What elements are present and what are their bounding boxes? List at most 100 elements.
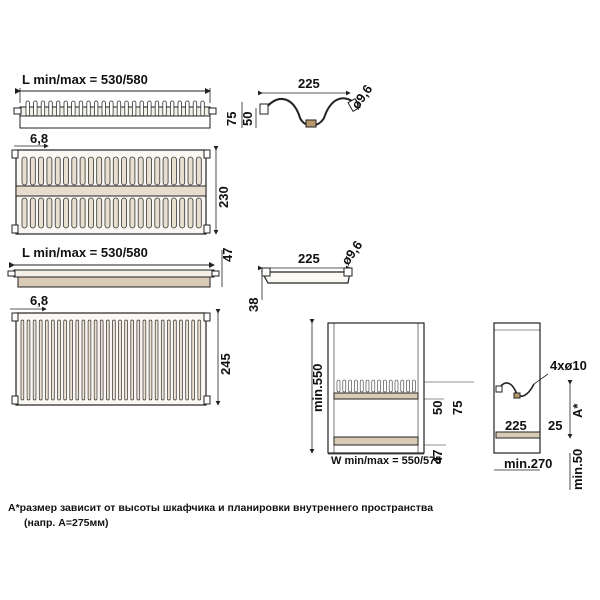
wire-prong	[56, 100, 61, 117]
cup-slot	[124, 319, 128, 401]
plate-slot-lower	[54, 197, 61, 229]
wire-prong	[33, 100, 38, 117]
cabinet-rack-prong	[412, 379, 416, 393]
dim-6-8-bottom: 6,8	[30, 293, 48, 308]
cabinet-rack-prong	[388, 379, 393, 393]
cup-slot	[160, 319, 165, 401]
wire-prong	[109, 100, 114, 117]
dim-50-top: 50	[240, 112, 255, 126]
plate-slot-lower	[146, 197, 152, 229]
dim-225-mid: 225	[298, 251, 320, 266]
cup-slot	[51, 319, 55, 401]
plate-slot-upper	[96, 156, 103, 186]
dim-230: 230	[216, 186, 231, 208]
plate-slot-lower	[88, 197, 94, 229]
cup-slot	[20, 319, 25, 401]
plate-slot-upper	[38, 156, 44, 186]
drip-tray-front	[7, 269, 220, 288]
plate-slot-lower	[162, 197, 169, 229]
dim-225-right: 225	[505, 418, 527, 433]
plate-slot-lower	[170, 197, 177, 229]
wire-prong	[116, 100, 122, 117]
cabinet-rack-prong	[348, 379, 352, 393]
footnote-line-1: A*размер зависит от высоты шкафчика и пл…	[8, 502, 434, 514]
plate-slot-upper	[154, 156, 161, 186]
plate-slot-lower	[29, 197, 36, 229]
cup-slot	[136, 319, 141, 401]
dia-label-mid: ø9,6	[338, 238, 365, 268]
cup-slot	[57, 319, 61, 401]
cup-slot	[118, 319, 122, 401]
plate-slot-lower	[104, 197, 111, 229]
plate-slot-upper	[195, 156, 202, 186]
cup-slot	[185, 319, 189, 401]
wire-prong	[25, 100, 30, 117]
plate-slot-upper	[63, 156, 69, 186]
plate-slot-lower	[187, 197, 194, 229]
min-depth-label: min.270	[504, 456, 552, 471]
cabinet-rack-prong	[400, 379, 405, 393]
width-label: W min/max = 550/575	[331, 455, 441, 467]
wire-prong	[71, 100, 76, 117]
plate-slot-lower	[137, 197, 144, 229]
cup-slot	[93, 319, 98, 401]
wire-prong	[131, 100, 137, 117]
cup-slot	[154, 319, 159, 401]
cup-slot	[142, 319, 147, 401]
cabinet-rack-prong	[394, 379, 399, 393]
wire-profile-side-view: 225 ø9,6 75 50	[224, 76, 375, 128]
cup-slot	[45, 319, 49, 401]
cabinet-rack-prong	[371, 379, 376, 393]
wire-prong	[169, 100, 175, 117]
dim-47-cabinet: 47	[430, 450, 445, 464]
dim-6-8-top: 6,8	[30, 131, 48, 146]
dim-75-top: 75	[224, 112, 239, 126]
a-star-label: A*	[570, 403, 585, 418]
wire-prong	[177, 100, 182, 117]
tray-profile-side-view: 225 ø9,6 38	[246, 238, 365, 312]
cup-slot	[112, 319, 116, 401]
cup-slot	[167, 319, 171, 401]
wire-prong	[86, 100, 91, 117]
plate-slot-upper	[21, 156, 28, 186]
plate-slot-upper	[162, 156, 169, 186]
cup-slot	[26, 319, 31, 401]
cup-slot	[106, 319, 110, 401]
length-label-top: L min/max = 530/580	[22, 72, 148, 87]
plate-slot-lower	[179, 197, 186, 229]
wire-prong	[192, 100, 198, 117]
plate-slot-upper	[146, 156, 152, 186]
wire-prong	[139, 100, 144, 117]
cup-rack-front-view	[11, 312, 211, 406]
plate-slot-upper	[46, 156, 53, 186]
plate-slot-lower	[195, 197, 202, 229]
wire-prong	[78, 100, 84, 117]
wire-prong	[40, 100, 46, 117]
plate-slot-upper	[71, 156, 78, 186]
wire-prong	[63, 100, 68, 117]
dim-47-top: 47	[220, 248, 235, 262]
plate-slot-upper	[88, 156, 94, 186]
dim-225-top: 225	[298, 76, 320, 91]
plate-rack-front-view	[11, 149, 211, 235]
plate-slot-lower	[121, 197, 127, 229]
wire-prong	[162, 100, 167, 117]
cup-slot	[148, 319, 153, 401]
plate-slot-upper	[187, 156, 194, 186]
wire-prong	[147, 100, 152, 117]
dim-38: 38	[246, 298, 261, 312]
wire-prong	[124, 100, 129, 117]
cup-slot	[81, 319, 86, 401]
plate-slot-lower	[154, 197, 161, 229]
cup-slot	[130, 319, 134, 401]
plate-slot-upper	[129, 156, 136, 186]
min-gap-label: min.50	[570, 449, 585, 490]
wire-prong	[48, 100, 53, 117]
dim-245: 245	[218, 353, 233, 375]
cabinet-rack-prong	[383, 379, 387, 393]
dim-25: 25	[548, 418, 562, 433]
cup-slot	[32, 319, 37, 401]
plate-slot-lower	[21, 197, 28, 229]
cup-slot	[179, 319, 183, 401]
